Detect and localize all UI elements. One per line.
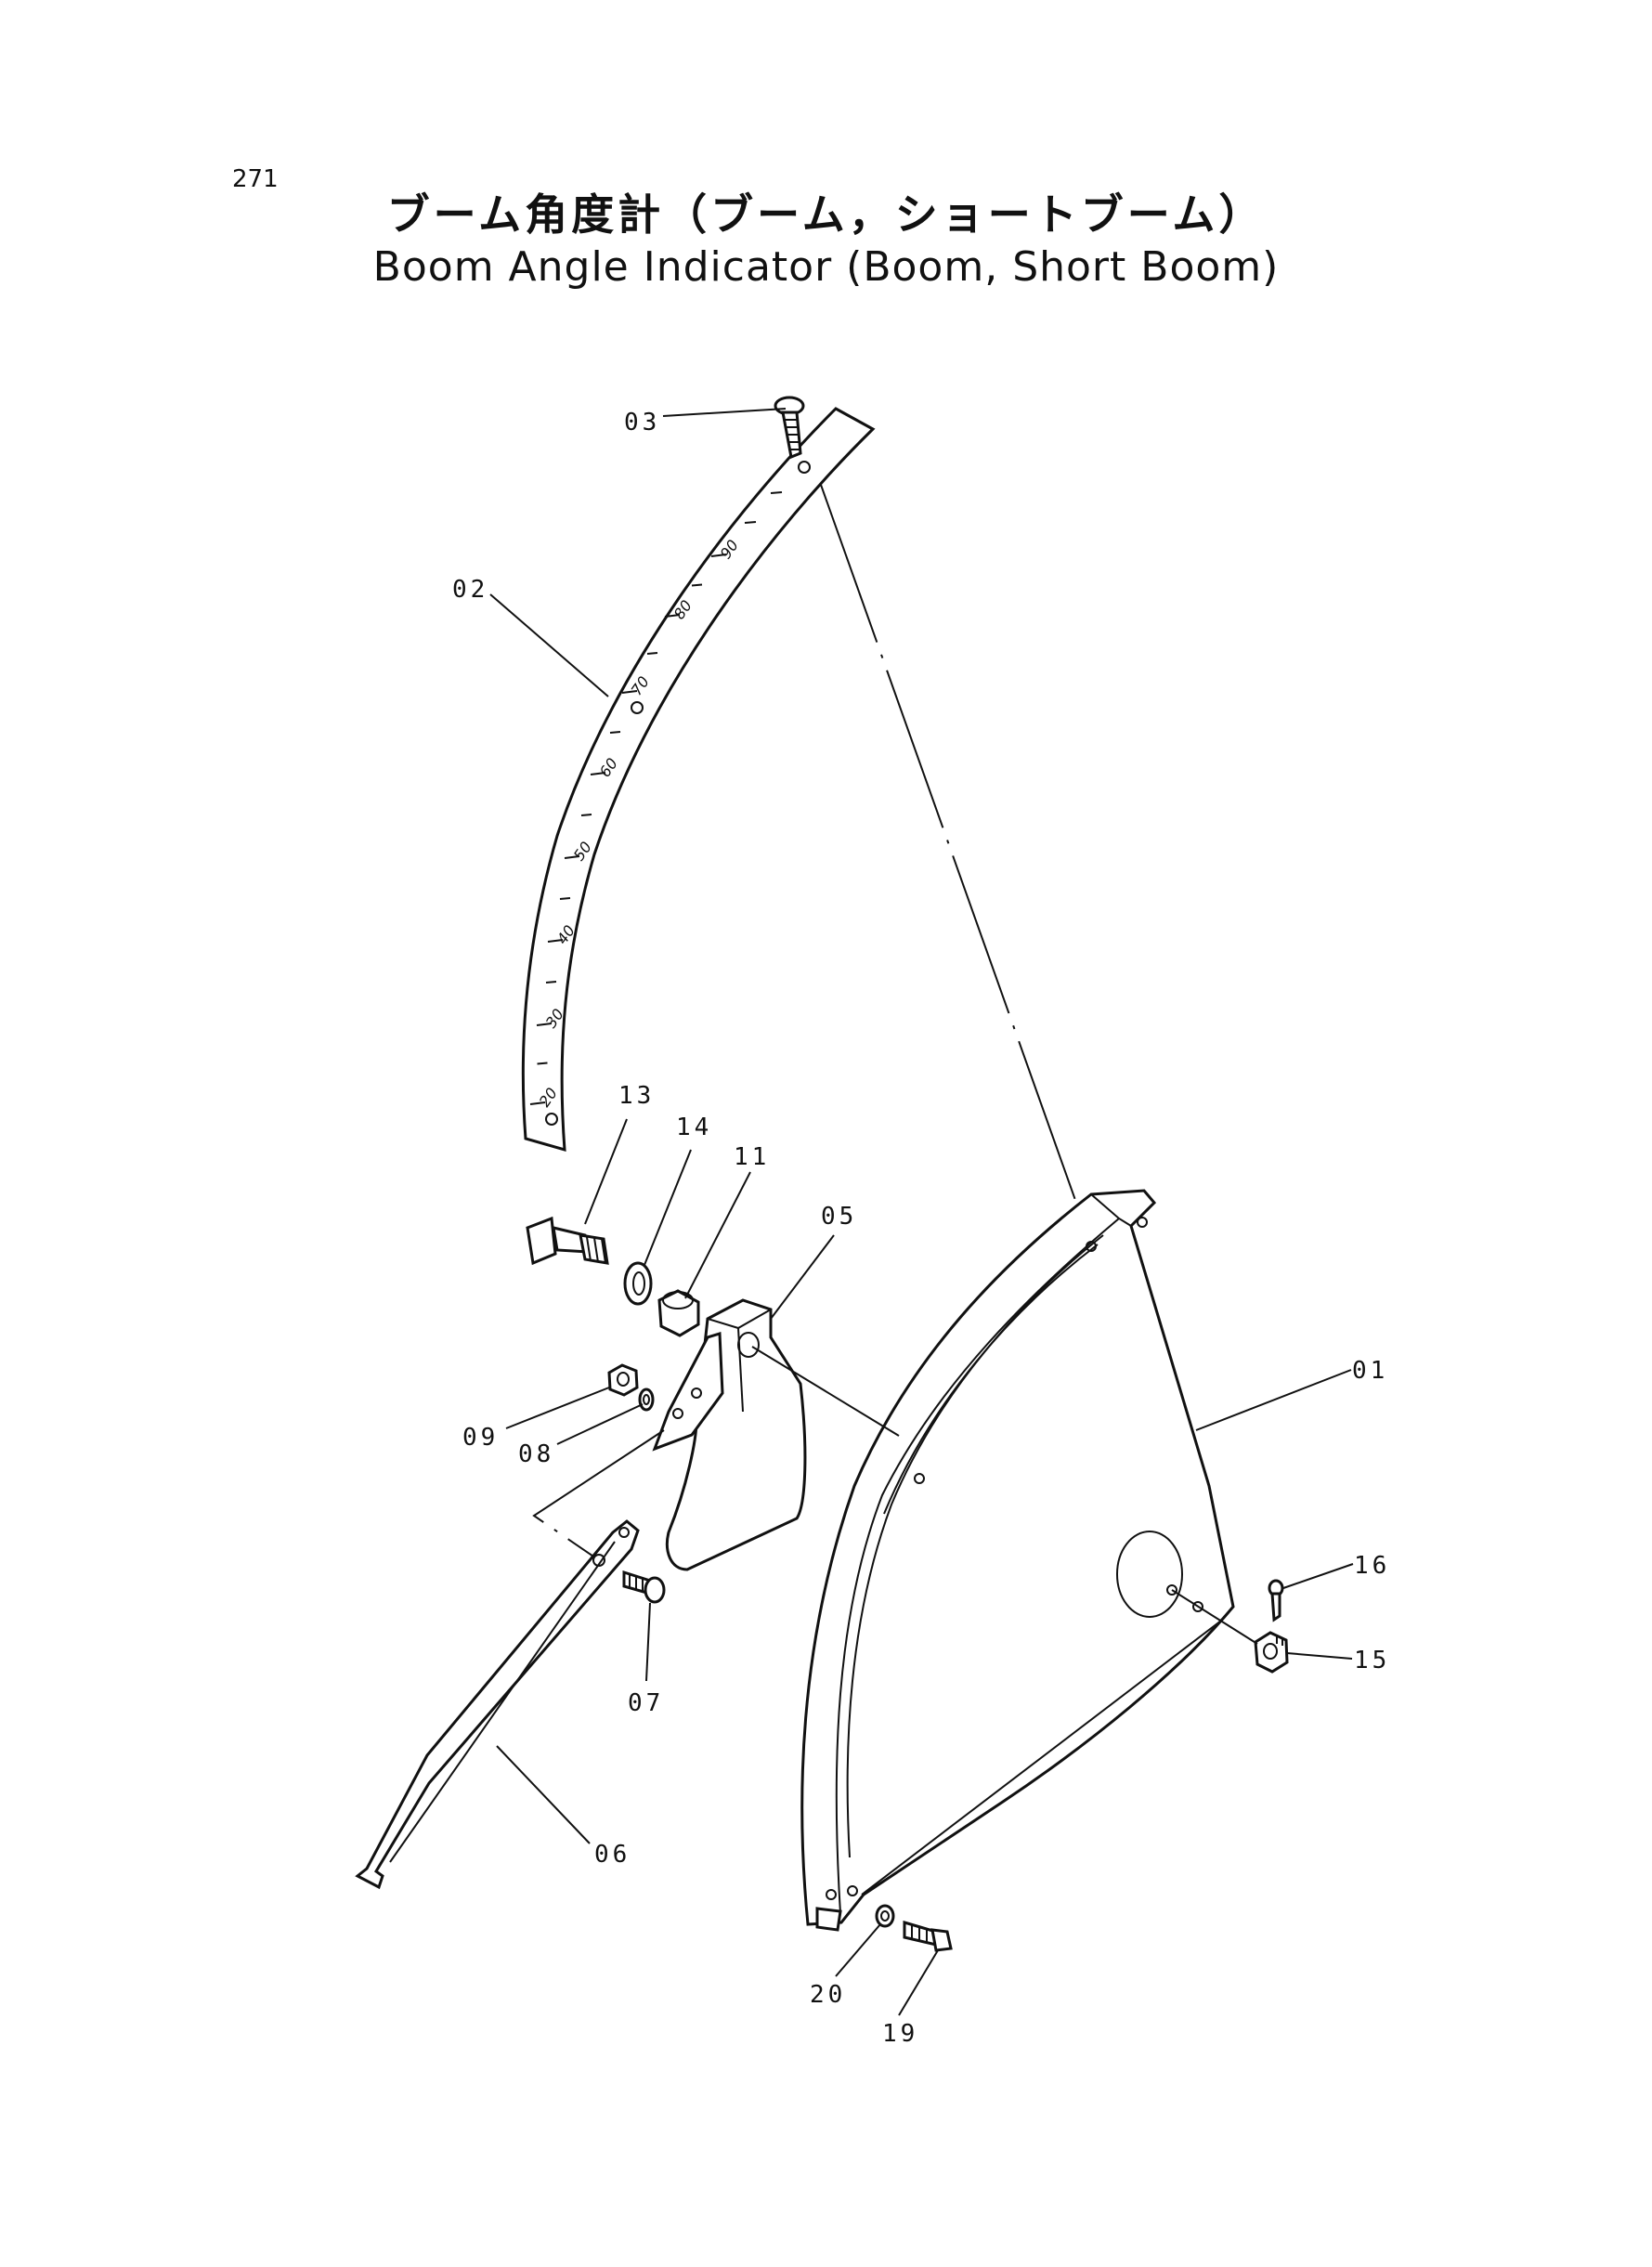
washer (623, 1261, 653, 1306)
leader-01 (1195, 1369, 1352, 1431)
leader-05 (770, 1234, 835, 1320)
callout-14: 14 (676, 1114, 712, 1141)
castle-nut (1254, 1631, 1289, 1674)
bottom-bolt (903, 1920, 953, 1952)
scale-hole (631, 701, 644, 714)
scale-major-tick (590, 772, 606, 775)
scale-ticks (529, 491, 783, 1105)
alignment-line-lower (861, 1620, 1222, 1896)
leader-03 (662, 408, 787, 417)
leader-09 (505, 1387, 610, 1429)
title-japanese: ブーム角度計（ブーム，ショートブーム） (386, 189, 1266, 240)
bottom-washer (875, 1904, 895, 1928)
leader-13 (584, 1118, 628, 1225)
scale-minor-tick (770, 491, 783, 494)
bracket-pivot-hole (737, 1332, 760, 1358)
callout-01: 01 (1352, 1357, 1388, 1385)
plate-hole (847, 1885, 858, 1896)
alignment-line-nut (1171, 1589, 1258, 1645)
pointer-needle (355, 1519, 640, 1890)
leader-15 (1286, 1652, 1353, 1660)
scale-minor-tick (691, 583, 703, 587)
scale-major-tick (536, 1023, 553, 1026)
plate-hole (1086, 1241, 1097, 1252)
callout-13: 13 (618, 1082, 655, 1110)
page-number: 271 (232, 165, 279, 193)
scale-major-tick (547, 939, 564, 943)
title-english: Boom Angle Indicator (Boom, Short Boom) (372, 243, 1280, 291)
scale-minor-tick (744, 521, 757, 524)
leader-14 (644, 1149, 692, 1266)
callout-03: 03 (624, 409, 660, 436)
leader-11 (684, 1171, 751, 1299)
scale-screw-hole (798, 461, 811, 474)
plate-hole (1137, 1217, 1148, 1228)
nut (607, 1363, 639, 1397)
leader-16 (1282, 1563, 1354, 1589)
plate-hole (826, 1889, 837, 1900)
leader-06 (496, 1745, 591, 1844)
alignment-line-bracket (751, 1346, 900, 1437)
scale-major-tick (664, 614, 681, 618)
scale-minor-tick (580, 814, 592, 816)
callout-07: 07 (628, 1689, 664, 1717)
callout-06: 06 (594, 1841, 631, 1869)
leader-02 (489, 593, 609, 697)
leader-20 (835, 1923, 881, 1977)
scale-major-tick (529, 1101, 546, 1105)
plate-hole (914, 1473, 925, 1484)
scale-minor-tick (646, 652, 658, 655)
callout-09: 09 (462, 1424, 499, 1452)
scale-minor-tick (559, 897, 571, 900)
cotter-pin (1268, 1579, 1284, 1622)
leader-07 (645, 1602, 651, 1682)
callout-20: 20 (810, 1981, 846, 2009)
scale-hole (545, 1113, 558, 1126)
scale-major-tick (710, 554, 727, 557)
plate-center-hole (1116, 1531, 1183, 1618)
leader-19 (898, 1949, 939, 2016)
alignment-line-pointer (532, 1429, 665, 1561)
pointer-bracket (652, 1298, 807, 1571)
shoulder-bolt (526, 1216, 609, 1266)
scale-minor-tick (609, 731, 621, 734)
callout-15: 15 (1354, 1647, 1390, 1674)
lock-washer (638, 1388, 655, 1412)
callout-02: 02 (452, 576, 488, 604)
callout-08: 08 (518, 1440, 554, 1468)
scale-minor-tick (545, 981, 557, 984)
callout-16: 16 (1354, 1552, 1390, 1580)
callout-05: 05 (821, 1203, 857, 1231)
callout-19: 19 (882, 2020, 918, 2048)
alignment-line (820, 484, 1092, 1245)
plate-hole (1166, 1584, 1177, 1596)
scale-minor-tick (537, 1062, 548, 1065)
plate-hole (1192, 1601, 1203, 1612)
bushing (657, 1289, 700, 1337)
scale-major-tick (621, 690, 638, 694)
quadrant-plate (800, 1189, 1235, 1932)
small-bolt (622, 1570, 666, 1604)
leader-08 (556, 1403, 644, 1445)
scale-screw (774, 396, 805, 460)
scale-major-tick (564, 855, 580, 859)
callout-11: 11 (734, 1143, 770, 1171)
